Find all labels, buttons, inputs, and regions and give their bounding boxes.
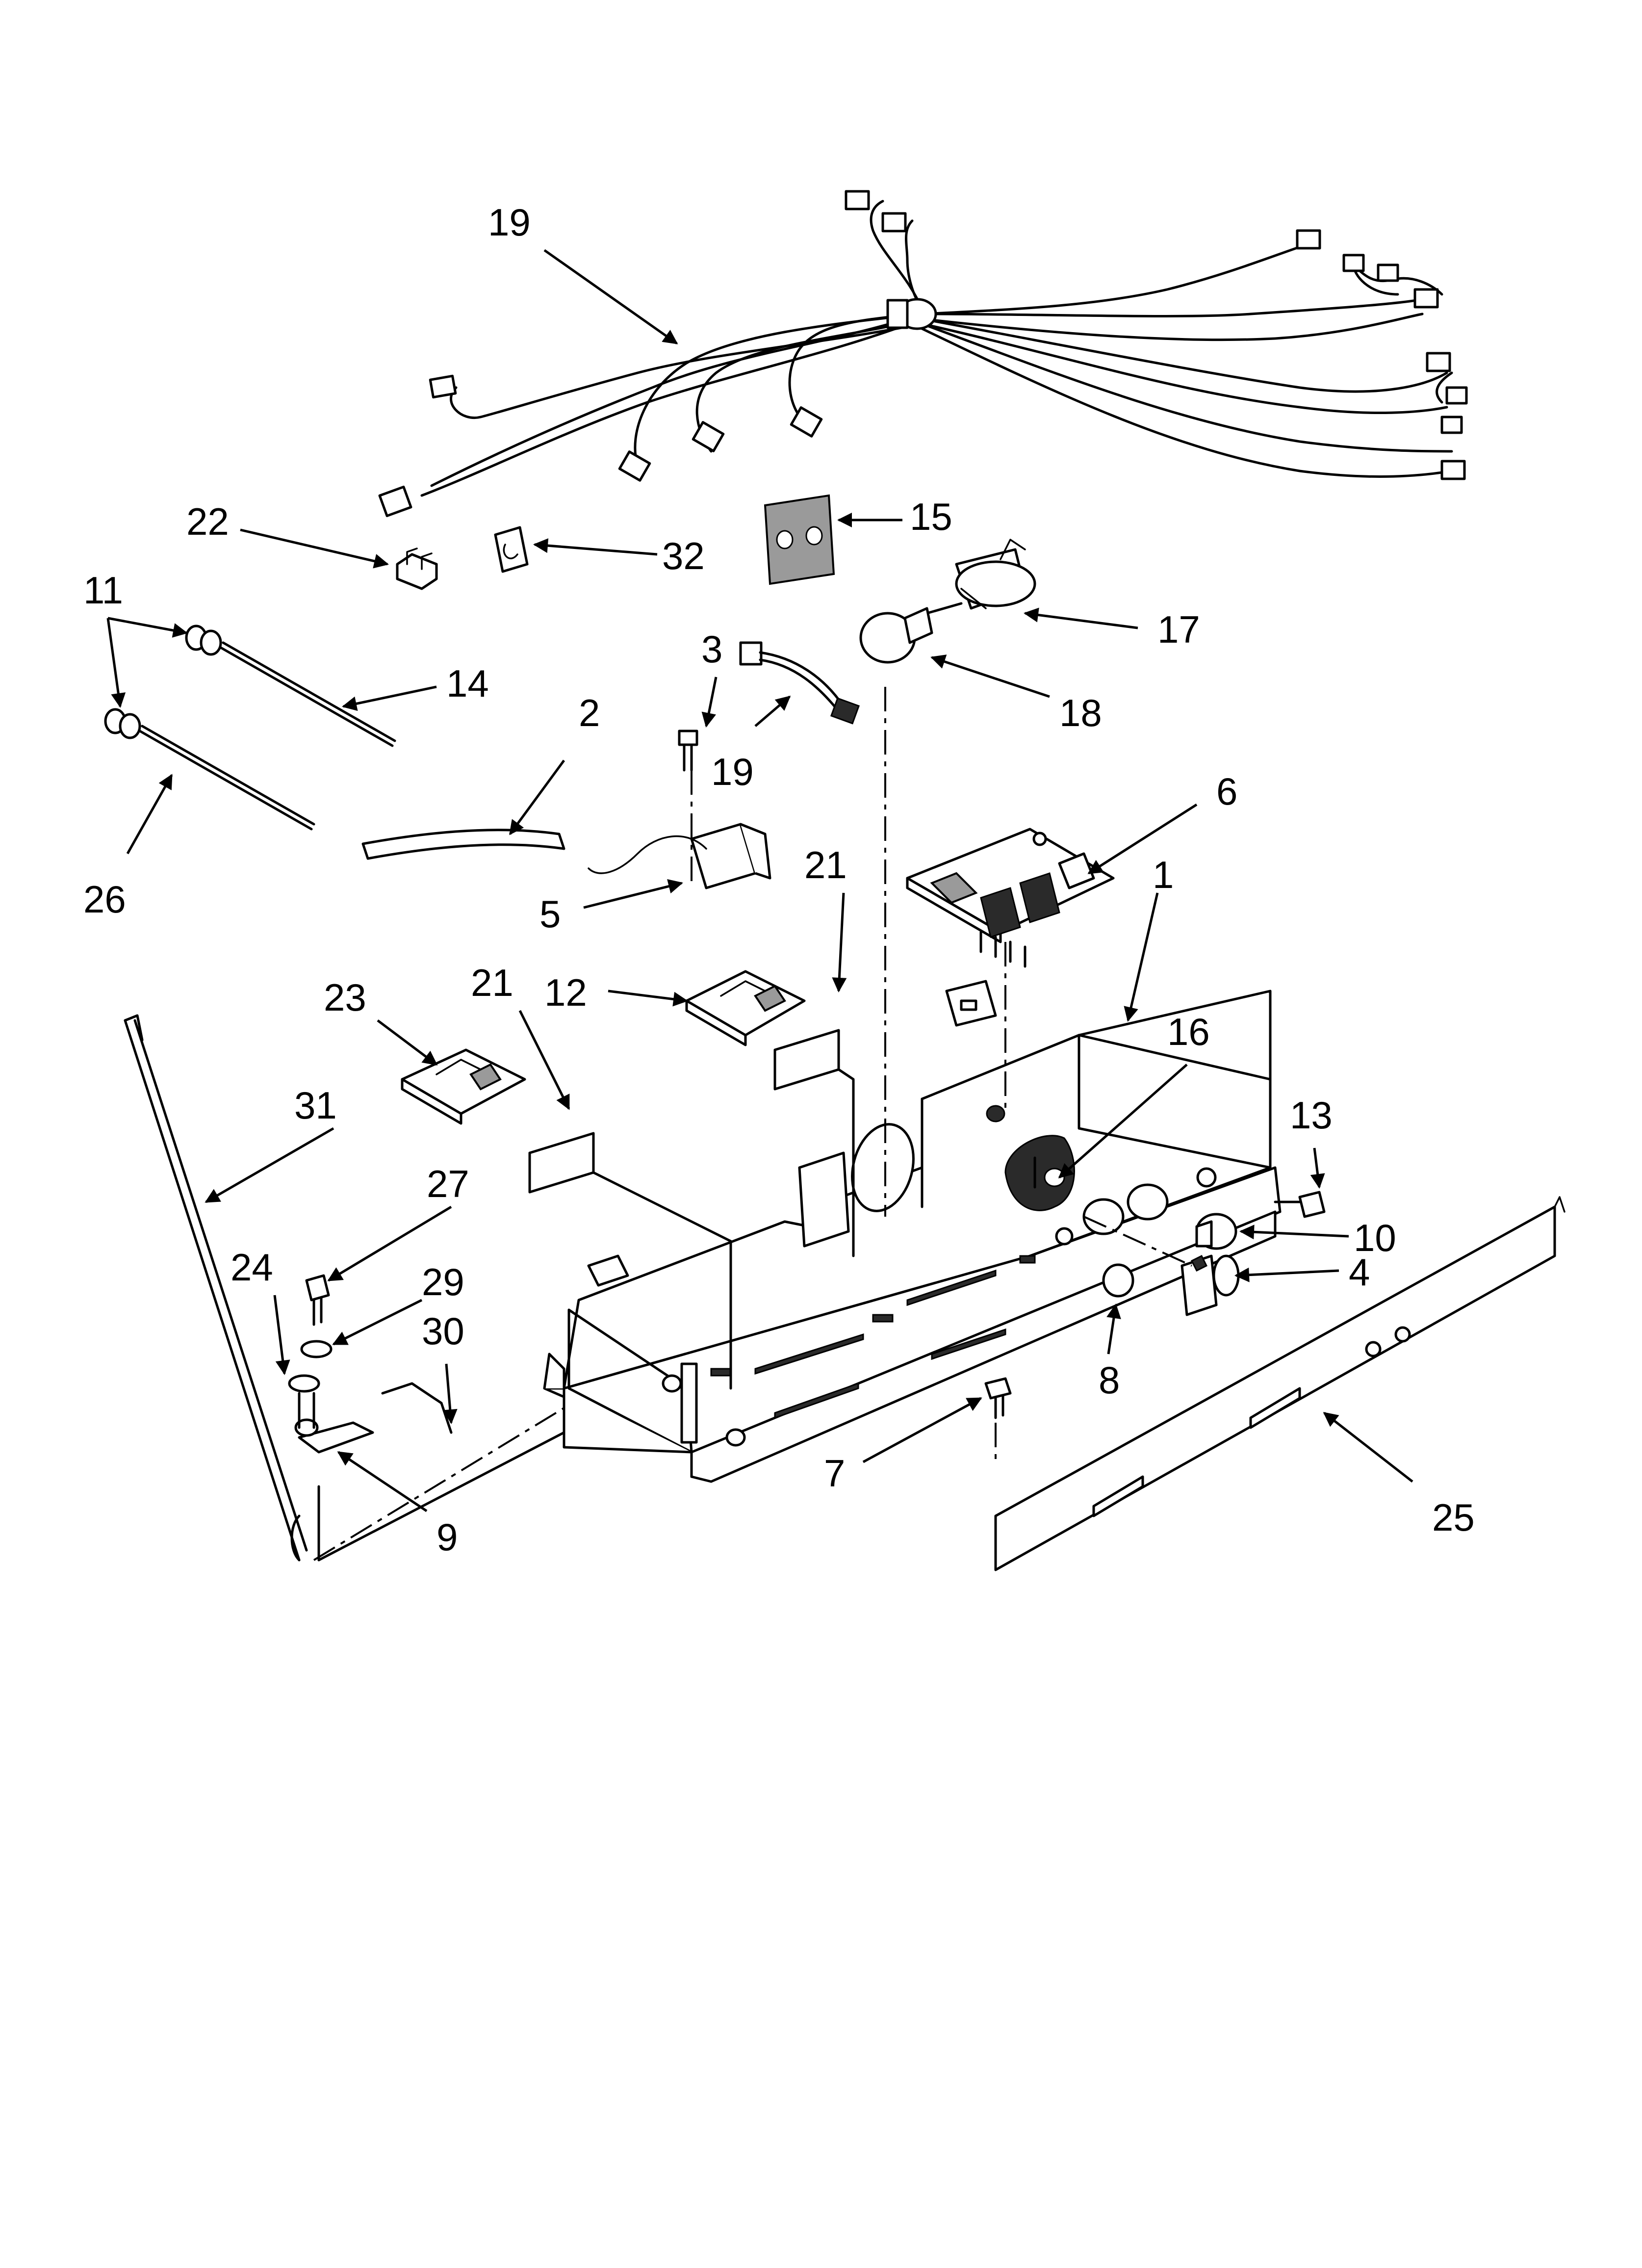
- callout-20: 19: [488, 201, 531, 244]
- callout-23: 23: [324, 976, 366, 1019]
- wire-harness-part: [378, 190, 1468, 518]
- washer-part-24: [288, 1374, 320, 1393]
- callout-24: 24: [231, 1246, 273, 1289]
- wire-part-30: [381, 1382, 453, 1434]
- solenoid-part-5: [588, 823, 771, 889]
- bracket-part-23: [401, 1048, 526, 1125]
- callout-3: 3: [701, 627, 722, 671]
- washer-part-29: [300, 1340, 333, 1358]
- rod-part-14: [219, 641, 396, 747]
- assembly-line: [313, 1407, 565, 1561]
- callout-15: 15: [910, 495, 952, 538]
- screw-part-13: [1274, 1191, 1326, 1218]
- switch-part-4: [1180, 1254, 1240, 1316]
- bulb-part-18: [859, 602, 963, 664]
- callout-6: 6: [1216, 770, 1237, 813]
- callout-1: 1: [1153, 853, 1174, 896]
- callout-14: 14: [446, 662, 489, 705]
- assembly-line: [1083, 1216, 1192, 1267]
- callout-31: 31: [294, 1084, 337, 1127]
- callout-5: 5: [539, 892, 561, 936]
- callout-13: 13: [1290, 1094, 1333, 1137]
- callout-22: 22: [186, 500, 229, 543]
- label-part-21-b: [773, 1029, 840, 1091]
- bracket-part-12: [685, 970, 806, 1046]
- bracket-part-9: [294, 1392, 565, 1562]
- control-housing-part-1: [543, 980, 1282, 1483]
- callout-16: 16: [1167, 1010, 1210, 1053]
- control-board-part-6: [906, 828, 1115, 968]
- callout-8: 8: [1099, 1358, 1120, 1402]
- callout-26: 26: [83, 878, 126, 921]
- callout-labels: 19 22 32 15 17 18 11 14 3 19 2 26 5 6 1 …: [83, 201, 1475, 1559]
- screw-part-3: [678, 730, 698, 772]
- callout-30: 30: [422, 1309, 464, 1353]
- button-part-10: [1195, 1213, 1237, 1250]
- knob-part-8: [1102, 1263, 1134, 1298]
- callout-7: 7: [824, 1452, 845, 1495]
- callout-21-left: 21: [471, 961, 513, 1004]
- callout-19: 19: [711, 750, 754, 793]
- callout-27: 27: [427, 1162, 469, 1205]
- rod-part-31: [124, 1014, 308, 1562]
- callout-25: 25: [1432, 1496, 1475, 1539]
- rod-part-26: [138, 725, 315, 831]
- callout-17: 17: [1157, 608, 1200, 651]
- callout-4: 4: [1349, 1251, 1370, 1294]
- pad-part-15: [764, 494, 835, 585]
- screw-part-7: [984, 1377, 1012, 1419]
- grommet-part-11: [104, 625, 222, 739]
- callout-12: 12: [544, 971, 587, 1014]
- callout-18: 18: [1059, 691, 1102, 734]
- callout-9: 9: [436, 1515, 458, 1559]
- callout-29: 29: [422, 1260, 464, 1303]
- leader-lines: [106, 249, 1413, 1512]
- callout-2: 2: [579, 691, 600, 734]
- part-32: [494, 526, 529, 573]
- socket-part-17: [955, 539, 1036, 610]
- callout-10: 10: [1354, 1216, 1396, 1259]
- clip-part-22: [396, 547, 438, 590]
- panel-part-25: [994, 1196, 1565, 1571]
- callout-32: 32: [662, 534, 705, 577]
- label-part-21-a: [528, 1132, 595, 1194]
- jumper-part-19: [739, 641, 860, 725]
- screw-part-27: [305, 1274, 330, 1326]
- tube-part-2: [361, 829, 565, 860]
- callout-21-right: 21: [804, 843, 847, 886]
- callout-11: 11: [83, 569, 123, 612]
